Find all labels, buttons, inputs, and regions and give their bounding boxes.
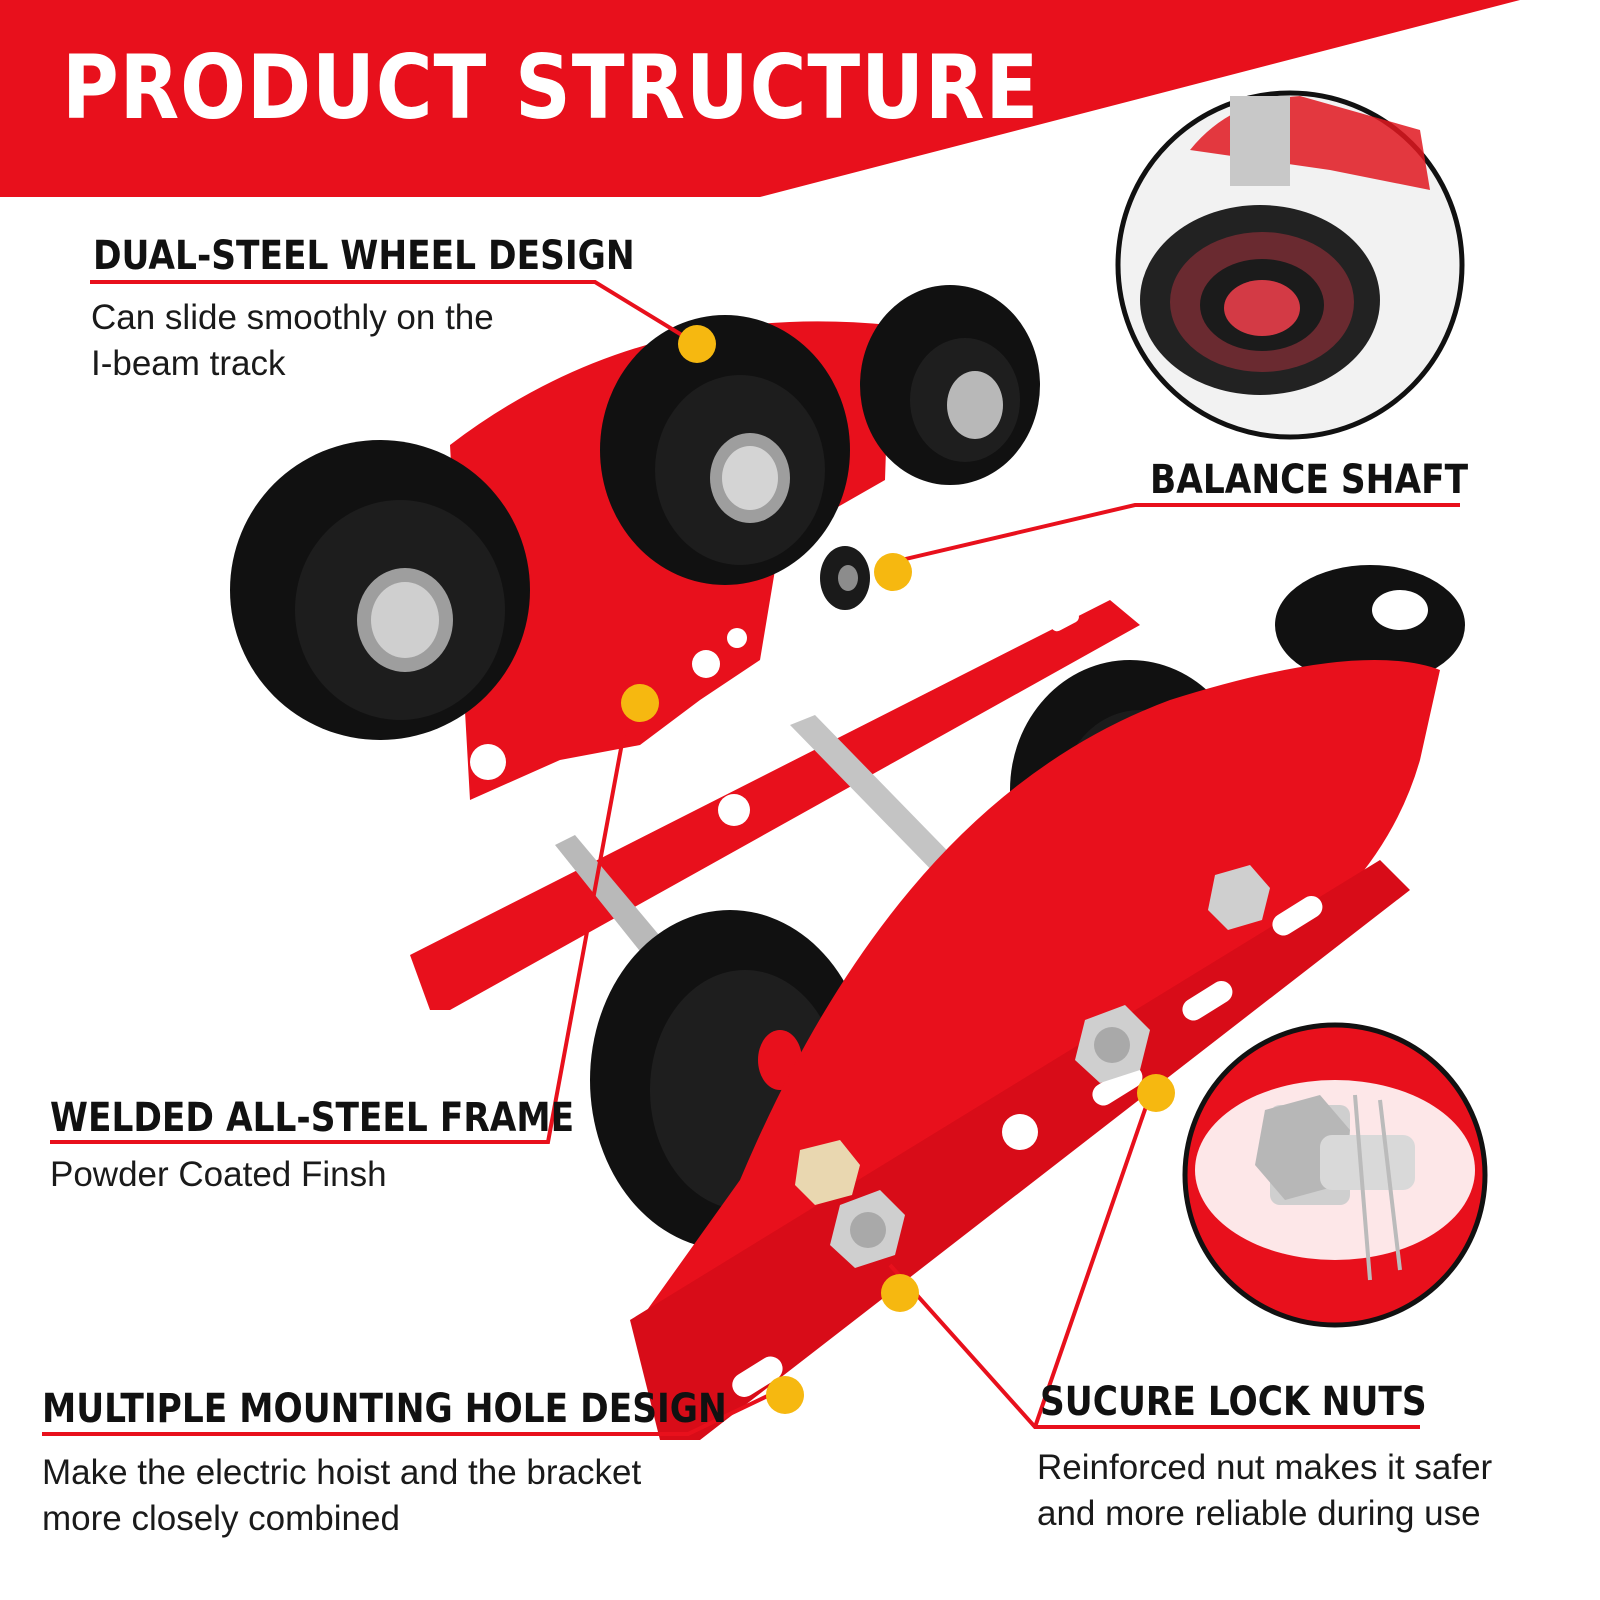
bearing-zoom-inset	[1115, 90, 1465, 440]
dot-dual-wheel	[678, 325, 716, 363]
lock-nuts-title: SUCURE LOCK NUTS	[1040, 1379, 1427, 1425]
callout-line-dual-wheel	[90, 280, 692, 342]
lock-nuts-desc: Reinforced nut makes it safer and more r…	[1037, 1445, 1492, 1537]
upper-wheel-small	[860, 285, 1040, 485]
lock-nuts-desc-line: and more reliable during use	[1037, 1494, 1481, 1533]
threaded-shaft-left	[555, 835, 680, 970]
lock-nut-upper	[1075, 1005, 1150, 1083]
callout-line-welded-frame	[50, 699, 632, 1144]
mounting-holes-desc: Make the electric hoist and the bracket …	[42, 1450, 641, 1542]
dual-wheel-desc-line: Can slide smoothly on the	[91, 298, 494, 337]
lock-nut-lower	[830, 1190, 905, 1268]
dot-lock-nut-lower	[881, 1274, 919, 1312]
balance-shaft-title: BALANCE SHAFT	[1150, 457, 1469, 503]
upper-wheel-middle	[600, 315, 850, 585]
upper-wheel-large	[230, 440, 530, 740]
dual-wheel-title: DUAL-STEEL WHEEL DESIGN	[93, 233, 635, 279]
mounting-holes-desc-line: Make the electric hoist and the bracket	[42, 1453, 642, 1492]
header-banner	[0, 0, 1520, 197]
dual-wheel-desc: Can slide smoothly on the I-beam track	[91, 295, 494, 387]
dot-mounting	[766, 1376, 804, 1414]
nut-zoom-inset	[1182, 1022, 1488, 1328]
mounting-holes-desc-line: more closely combined	[42, 1499, 400, 1538]
callout-line-mounting	[42, 1388, 781, 1436]
callout-line-balance-shaft	[879, 503, 1460, 567]
welded-frame-desc: Powder Coated Finsh	[50, 1152, 387, 1198]
mounting-holes-title: MULTIPLE MOUNTING HOLE DESIGN	[42, 1386, 727, 1432]
welded-frame-desc-line: Powder Coated Finsh	[50, 1155, 387, 1194]
dot-lock-nut-upper	[1137, 1074, 1175, 1112]
lock-nuts-desc-line: Reinforced nut makes it safer	[1037, 1448, 1493, 1487]
lower-wheel-back	[1275, 565, 1465, 685]
dot-balance-shaft	[874, 553, 912, 591]
dual-wheel-desc-line: I-beam track	[91, 344, 286, 383]
page-title: PRODUCT STRUCTURE	[62, 36, 1040, 139]
welded-frame-title: WELDED ALL-STEEL FRAME	[50, 1095, 575, 1141]
dot-welded-frame	[621, 684, 659, 722]
